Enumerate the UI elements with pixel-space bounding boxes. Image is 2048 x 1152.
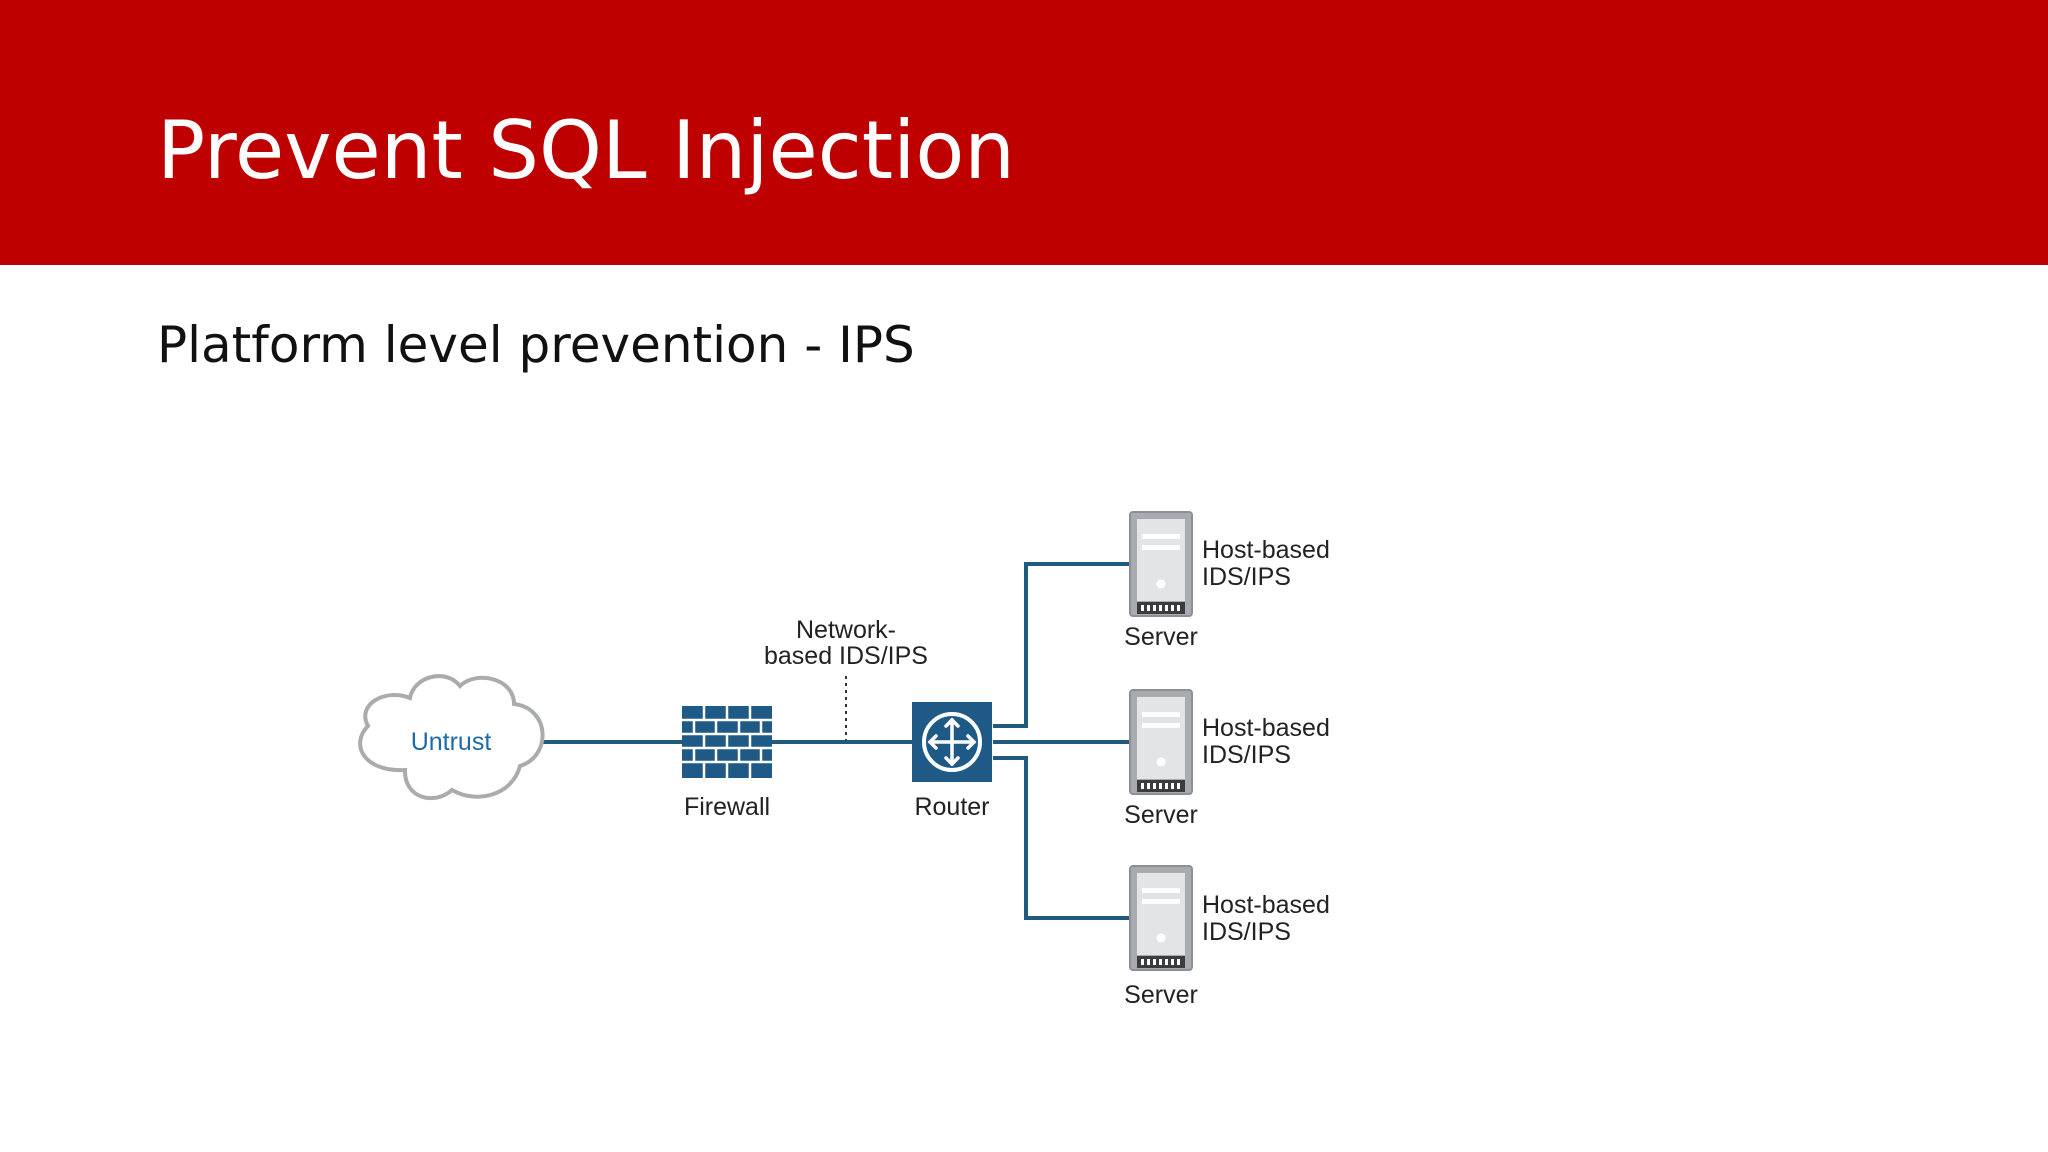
- server-3[interactable]: Server Host-based IDS/IPS: [1124, 865, 1330, 1009]
- server-2-label: Server: [1124, 801, 1198, 829]
- untrust-cloud[interactable]: Untrust: [358, 674, 545, 801]
- server-1[interactable]: Server Host-based IDS/IPS: [1124, 511, 1330, 651]
- link-router-server-3: [993, 756, 1130, 920]
- server-3-host-ids-line1: Host-based: [1202, 891, 1330, 919]
- firewall-label: Firewall: [684, 793, 770, 821]
- server-tower-icon: [1129, 511, 1193, 617]
- slide-subtitle: Platform level prevention - IPS: [157, 316, 915, 374]
- server-3-label: Server: [1124, 981, 1198, 1009]
- server-3-host-ids-line2: IDS/IPS: [1202, 918, 1291, 946]
- link-router-server-1: [993, 562, 1130, 728]
- slide-title: Prevent SQL Injection: [157, 104, 1015, 197]
- server-1-host-ids-line1: Host-based: [1202, 536, 1330, 564]
- router-arrows-icon: [912, 702, 992, 782]
- connection-links: [542, 562, 1130, 920]
- server-2[interactable]: Server Host-based IDS/IPS: [1124, 689, 1330, 829]
- network-ids-label: Network- based IDS/IPS: [764, 616, 928, 670]
- firewall-brick-icon: [682, 706, 772, 778]
- server-2-host-ids-line2: IDS/IPS: [1202, 741, 1291, 769]
- server-1-host-ids-line2: IDS/IPS: [1202, 563, 1291, 591]
- cloud-icon: [358, 674, 545, 801]
- server-2-host-ids-line1: Host-based: [1202, 714, 1330, 742]
- network-ids-label-line1: Network-: [796, 616, 896, 644]
- title-bar: Prevent SQL Injection: [0, 0, 2048, 265]
- server-tower-icon: [1129, 865, 1193, 971]
- router-device[interactable]: Router: [912, 702, 992, 821]
- router-label: Router: [914, 793, 989, 821]
- firewall-device[interactable]: Firewall: [682, 706, 772, 821]
- network-ids-label-line2: based IDS/IPS: [764, 642, 928, 670]
- cloud-label: Untrust: [411, 728, 492, 756]
- server-1-label: Server: [1124, 623, 1198, 651]
- server-tower-icon: [1129, 689, 1193, 795]
